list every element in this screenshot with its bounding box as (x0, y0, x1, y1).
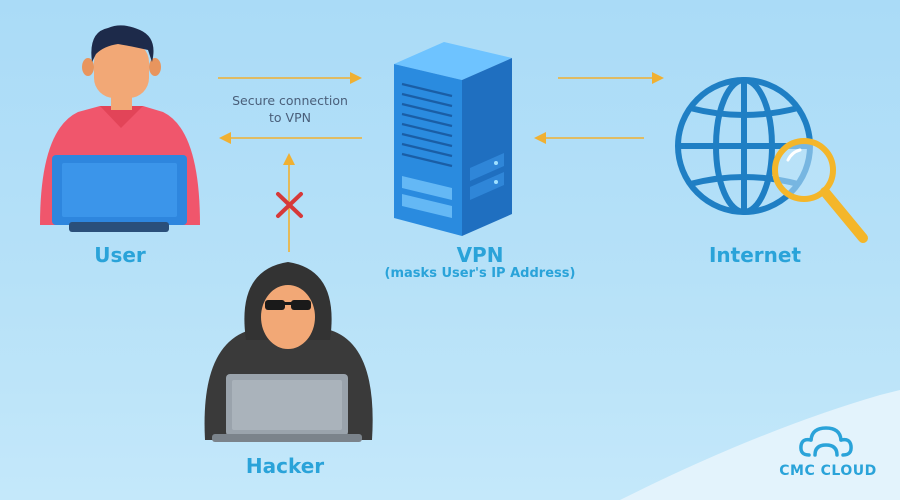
brand-name: CMC CLOUD (779, 463, 877, 479)
vpn-label: VPN (456, 243, 504, 267)
arrow-user-to-vpn (218, 72, 362, 84)
connection-label: Secure connection to VPN (205, 92, 375, 126)
connection-label-line2: to VPN (269, 110, 311, 125)
arrow-vpn-to-internet (558, 72, 664, 84)
globe-search-icon (675, 77, 868, 243)
hacker-laptop-icon (204, 262, 373, 442)
vpn-sublabel: (masks User's IP Address) (384, 266, 576, 281)
user-label: User (94, 243, 146, 267)
arrow-vpn-to-user (219, 132, 362, 144)
internet-label: Internet (708, 243, 802, 267)
server-icon (394, 42, 512, 236)
hacker-label: Hacker (245, 454, 325, 478)
user-laptop-icon (40, 25, 200, 232)
background-swoosh (620, 390, 900, 500)
blocked-x-icon (276, 192, 303, 218)
cloud-logo-icon (799, 426, 853, 457)
connection-label-line1: Secure connection (232, 93, 348, 108)
arrow-internet-to-vpn (534, 132, 644, 144)
